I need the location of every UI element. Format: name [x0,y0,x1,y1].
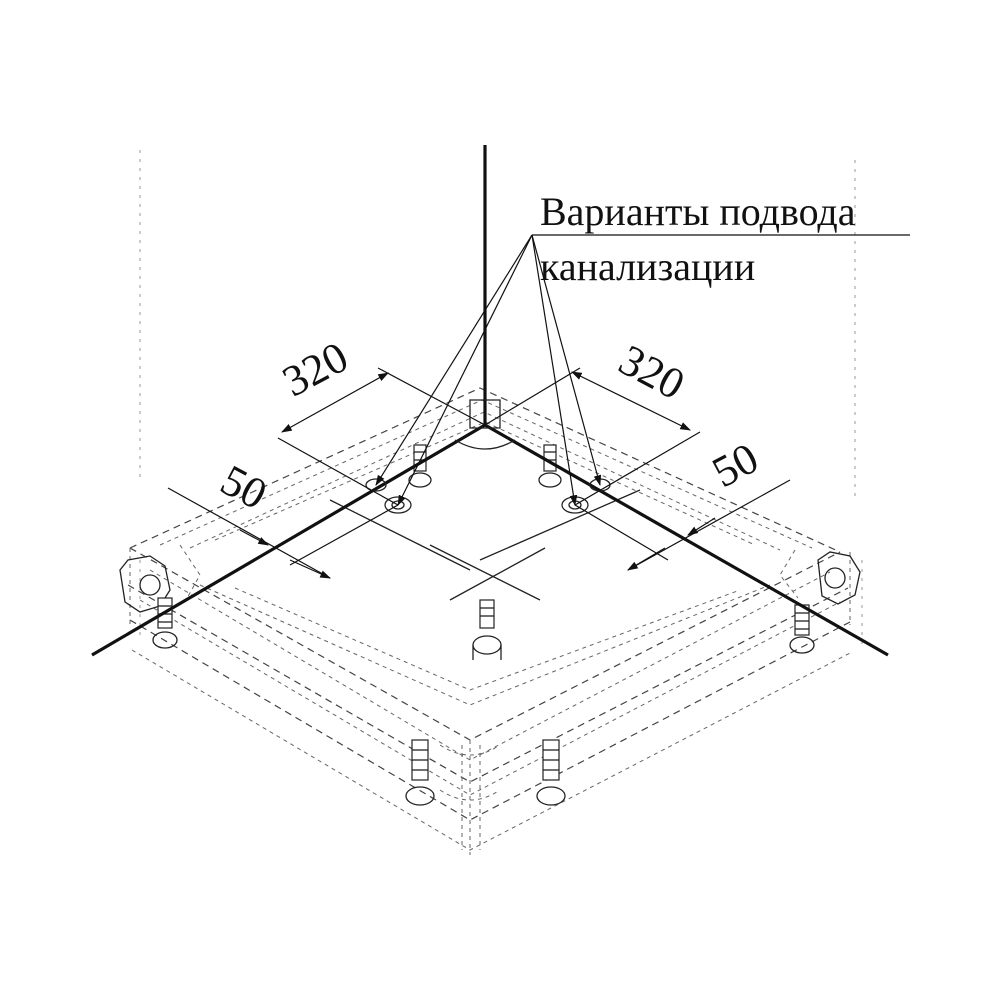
dim-left-50: 50 [213,455,275,519]
callout-title-line2: канализации [540,244,755,289]
background-guide-lines [139,150,863,650]
dim-right-50: 50 [704,433,766,497]
centre-lines [329,489,641,601]
dimension-lines [167,367,791,579]
dim-right-320: 320 [611,335,692,409]
callout-leaders [375,234,910,507]
support-foot [536,739,566,806]
wall-corner-axes [91,145,889,657]
support-foot [472,599,502,660]
support-feet [152,444,815,806]
dim-left-320: 320 [275,332,356,406]
callout-title-line1: Варианты подвода [540,189,856,234]
support-foot [405,739,435,806]
